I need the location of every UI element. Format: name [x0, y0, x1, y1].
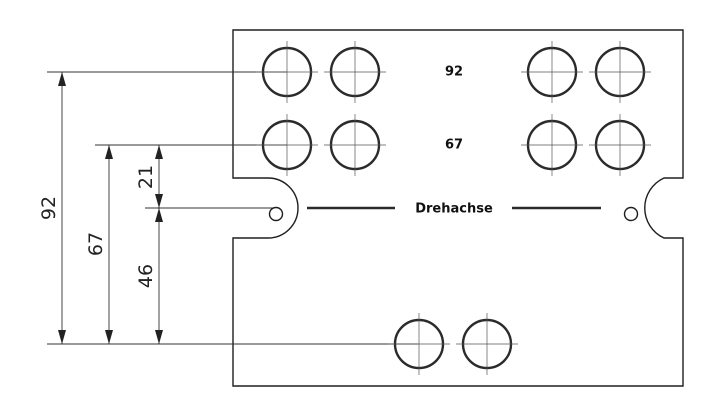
pivot-hole-right — [623, 206, 639, 222]
hole-row-bottom — [388, 313, 518, 375]
hole-row-67 — [256, 114, 651, 176]
dimension-92 — [58, 72, 66, 344]
hole — [456, 313, 518, 375]
hole-row-92 — [256, 41, 651, 103]
hole — [256, 41, 318, 103]
hole — [256, 114, 318, 176]
dimension-21-text: 21 — [135, 165, 157, 189]
hole — [388, 313, 450, 375]
hole — [589, 114, 651, 176]
hole — [589, 41, 651, 103]
hole — [324, 114, 386, 176]
dimension-67 — [105, 145, 113, 344]
hole — [324, 41, 386, 103]
row-label-67: 67 — [445, 138, 463, 153]
dimension-21 — [155, 145, 163, 208]
pivot-hole-left — [268, 206, 284, 222]
row-label-92: 92 — [445, 65, 463, 80]
hole — [521, 114, 583, 176]
hole — [521, 41, 583, 103]
axis-label: Drehachse — [415, 202, 493, 217]
dimension-46 — [155, 208, 163, 344]
dimension-67-text: 67 — [85, 232, 107, 256]
plate-outline — [232, 29, 684, 387]
dimension-92-text: 92 — [38, 196, 60, 220]
dimension-46-text: 46 — [135, 264, 157, 288]
